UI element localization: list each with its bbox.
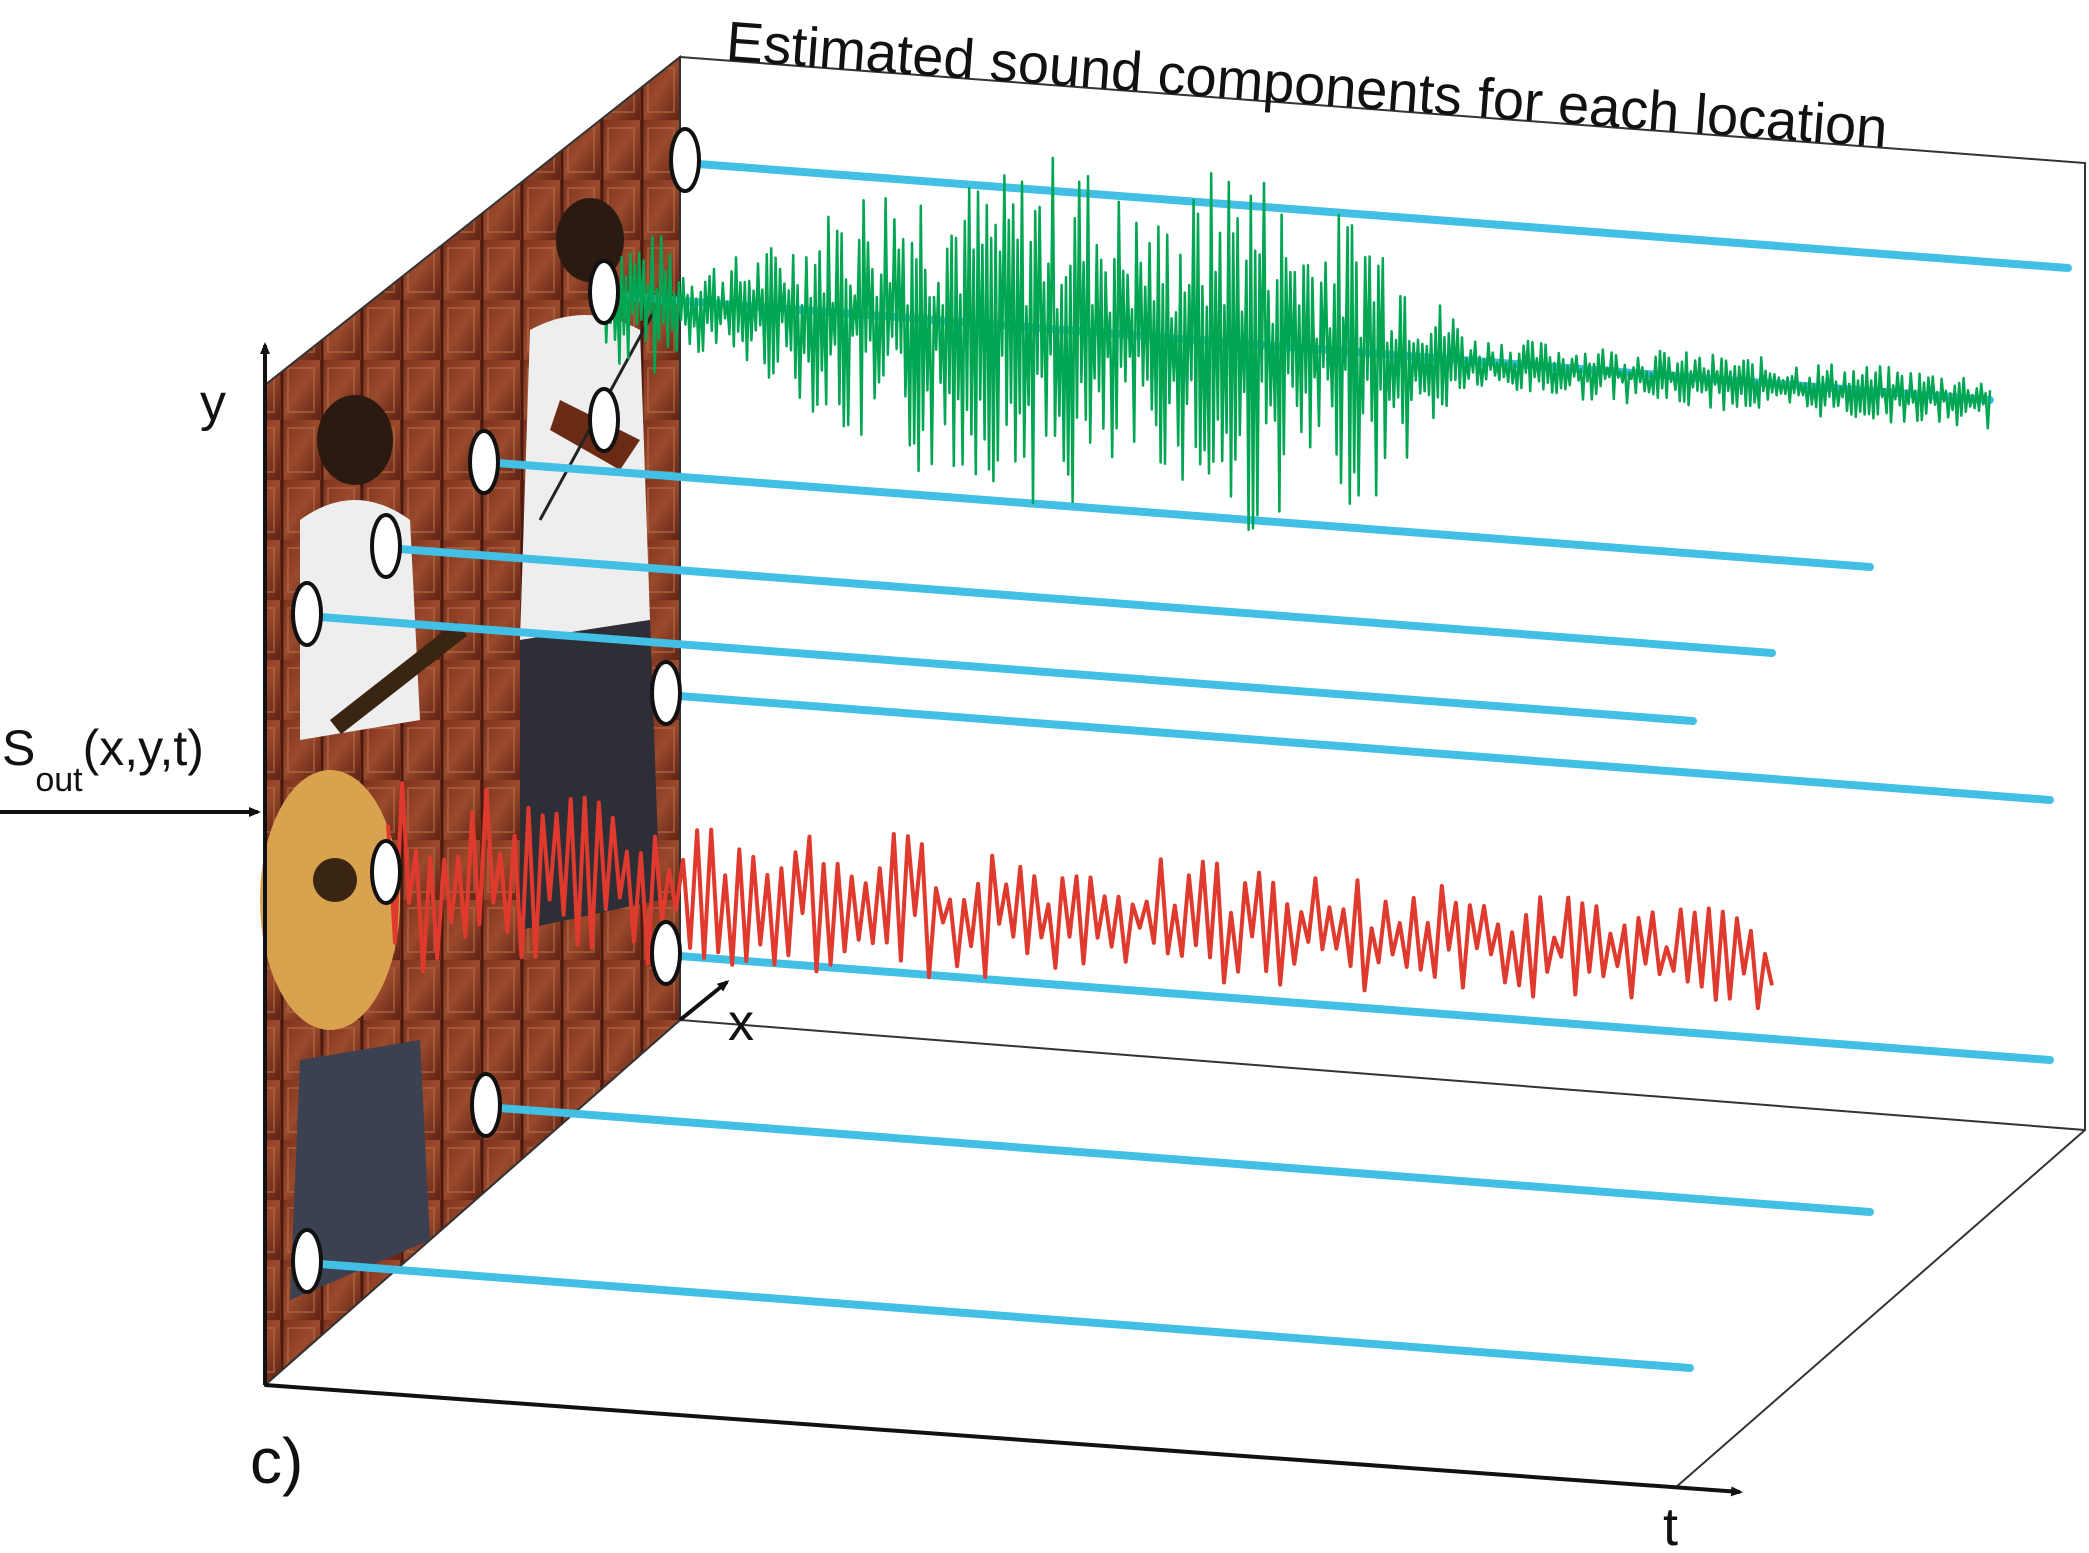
location-trace — [303, 1259, 1694, 1372]
location-marker-icon[interactable] — [291, 1228, 323, 1294]
x-axis-arrow — [678, 980, 730, 1022]
floor-right-edge — [1674, 1129, 2086, 1489]
input-signal-label: Sout(x,y,t) — [2, 720, 204, 799]
location-marker-icon[interactable] — [650, 660, 682, 726]
location-trace — [482, 1103, 1874, 1216]
location-marker-icon[interactable] — [370, 513, 402, 579]
diagram-title: Estimated sound components for each loca… — [724, 9, 1890, 159]
t-axis-arrow — [264, 1383, 1743, 1497]
location-trace — [662, 951, 2054, 1064]
input-subscript: out — [35, 761, 83, 799]
sound-components — [386, 156, 1992, 1011]
input-arguments: (x,y,t) — [83, 720, 204, 776]
t-axis-label: t — [1663, 1497, 1678, 1553]
location-marker-icon[interactable] — [669, 127, 701, 193]
location-traces — [303, 159, 2072, 1372]
location-trace — [382, 544, 1776, 657]
location-trace — [662, 691, 2054, 804]
violin-sound-component — [602, 156, 1992, 532]
location-marker-icon[interactable] — [588, 387, 620, 453]
guitarist-figure — [260, 395, 468, 1300]
guitar-sound-component — [386, 781, 1774, 1011]
location-trace — [681, 159, 2072, 272]
video-frame-image — [260, 54, 681, 1388]
location-marker-icon[interactable] — [468, 429, 500, 495]
location-markers — [291, 127, 701, 1294]
location-marker-icon[interactable] — [650, 920, 682, 986]
y-axis-label: y — [200, 374, 226, 432]
location-marker-icon[interactable] — [588, 259, 620, 325]
input-symbol: S — [2, 720, 35, 776]
panel-label: c) — [250, 1425, 303, 1497]
location-trace — [480, 458, 1874, 571]
x-axis-label: x — [728, 994, 754, 1052]
location-marker-icon[interactable] — [370, 839, 402, 905]
axes — [0, 342, 1743, 1497]
location-marker-icon[interactable] — [291, 581, 323, 647]
location-trace — [303, 612, 1697, 725]
location-marker-icon[interactable] — [470, 1072, 502, 1138]
